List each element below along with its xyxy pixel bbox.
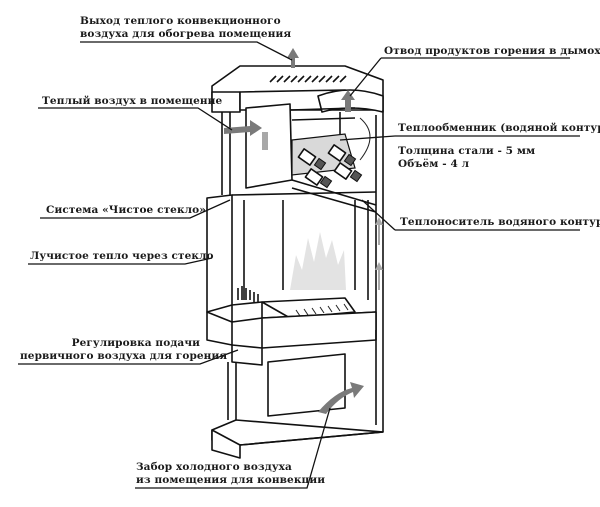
- warm-air-down-arrow: [262, 132, 268, 150]
- label-cold-air-intake-line2: из помещения для конвекции: [136, 474, 326, 486]
- heat-exchanger: [291, 133, 377, 213]
- label-heat-exchanger: Теплообменник (водяной контур): [398, 122, 600, 134]
- label-warm-air-room: Теплый воздух в помещение: [42, 95, 223, 107]
- label-flue-gas: Отвод продуктов горения в дымоход: [384, 45, 600, 57]
- label-cold-air-intake: Забор холодного воздуха из помещения для…: [136, 461, 325, 487]
- top-cap: [211, 65, 384, 113]
- air-tubes: [237, 286, 259, 302]
- warm-air-outlet-arrow: [287, 48, 299, 68]
- coolant-up-arrow-1: [375, 262, 383, 290]
- label-warm-air-outlet-line1: Выход теплого конвекционного: [80, 15, 281, 27]
- label-primary-air-line2: первичного воздуха для горения: [20, 350, 228, 362]
- firebox: [206, 191, 377, 349]
- leader-lines: [18, 41, 580, 489]
- label-coolant: Теплоноситель водяного контура: [400, 216, 600, 228]
- grate-bars: [295, 303, 349, 317]
- label-primary-air-line1: Регулировка подачи: [71, 337, 200, 349]
- exchanger-tubes: [297, 144, 363, 189]
- label-warm-air-outlet: Выход теплого конвекционного воздуха для…: [80, 15, 291, 41]
- top-vent-slots: [269, 75, 347, 83]
- airflow-arrows: [224, 48, 383, 414]
- flame: [290, 232, 346, 290]
- label-primary-air: Регулировка подачи первичного воздуха дл…: [20, 337, 228, 363]
- label-radiant-heat: Лучистое тепло через стекло: [30, 250, 214, 262]
- cold-air-arrow: [318, 382, 364, 414]
- label-cold-air-intake-line1: Забор холодного воздуха: [136, 461, 292, 473]
- flue-gas-arrow: [341, 90, 355, 112]
- label-clean-glass: Система «Чистое стекло»: [46, 204, 206, 216]
- label-steel-thickness: Толщина стали - 5 мм: [398, 145, 536, 157]
- label-volume: Объём - 4 л: [398, 158, 470, 170]
- warm-air-room-arrow: [224, 120, 262, 136]
- coolant-up-arrow-2: [375, 217, 383, 245]
- base-section: [206, 311, 384, 459]
- label-exchanger-specs: Толщина стали - 5 мм Объём - 4 л: [398, 145, 535, 171]
- label-warm-air-outlet-line2: воздуха для обогрева помещения: [80, 28, 292, 40]
